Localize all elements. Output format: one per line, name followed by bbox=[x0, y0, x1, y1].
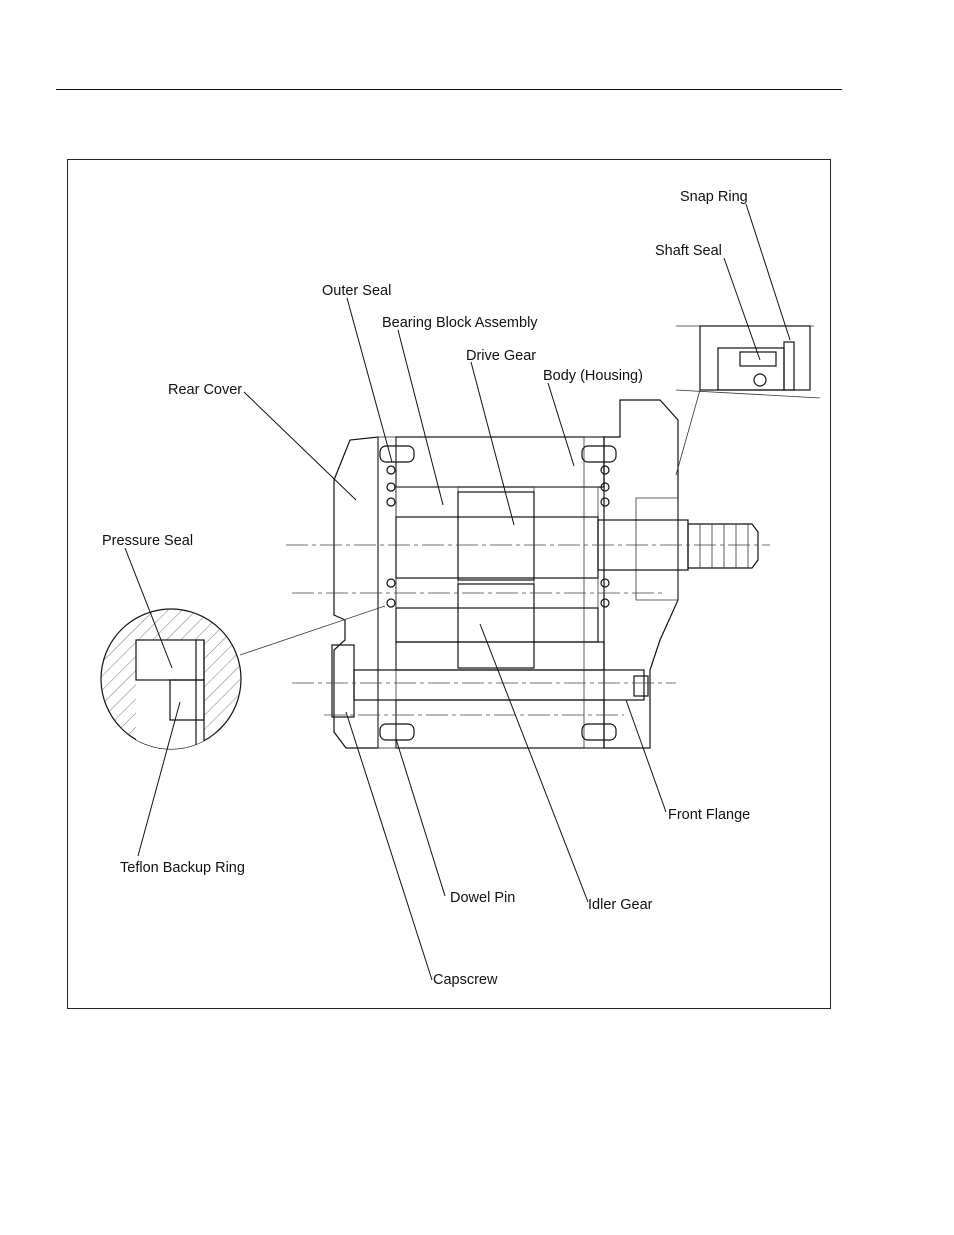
shaft-seal-label: Shaft Seal bbox=[655, 243, 722, 259]
pressure-seal-detail bbox=[100, 606, 385, 753]
shaft-seal-detail bbox=[676, 326, 820, 475]
drive-gear-shape bbox=[396, 492, 598, 580]
snap-ring-label: Snap Ring bbox=[680, 189, 748, 205]
bearing-blocks bbox=[396, 487, 598, 608]
idler-gear-label: Idler Gear bbox=[588, 897, 653, 913]
outer-seal-label: Outer Seal bbox=[322, 283, 391, 299]
body-housing-shape bbox=[378, 437, 604, 748]
body-housing-label: Body (Housing) bbox=[543, 368, 643, 384]
centerlines bbox=[286, 545, 770, 715]
pressure-seal-label: Pressure Seal bbox=[102, 533, 193, 549]
capscrew-shape bbox=[332, 645, 648, 717]
drive-gear-label: Drive Gear bbox=[466, 348, 536, 364]
teflon-backup-ring-label: Teflon Backup Ring bbox=[120, 860, 245, 876]
front-flange-label: Front Flange bbox=[668, 807, 750, 823]
capscrew-label: Capscrew bbox=[433, 972, 498, 988]
rear-cover-label: Rear Cover bbox=[168, 382, 242, 398]
rear-cover-shape bbox=[334, 437, 378, 748]
idler-gear-shape bbox=[396, 584, 598, 668]
dowel-pin-label: Dowel Pin bbox=[450, 890, 515, 906]
bearing-block-assembly-label: Bearing Block Assembly bbox=[382, 315, 538, 331]
